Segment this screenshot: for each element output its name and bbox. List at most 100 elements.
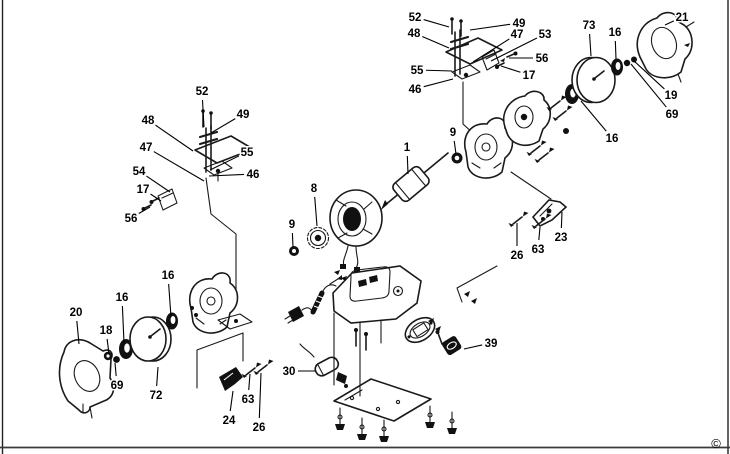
leader-line-9 — [291, 232, 294, 248]
wheel-mount-screws — [545, 94, 574, 134]
screw-26-icon — [507, 210, 530, 228]
leader-line-9 — [453, 140, 457, 155]
base-housing — [332, 265, 422, 324]
callout-label-69: 69 — [666, 109, 679, 121]
toothed-ring-8 — [306, 226, 330, 250]
nut-69-right — [631, 56, 637, 63]
callout-label-1: 1 — [404, 142, 411, 154]
shield-plate — [196, 332, 244, 389]
alignment-lines — [205, 81, 552, 304]
leader-line-55 — [425, 69, 453, 72]
leader-line-63 — [248, 373, 251, 391]
flange-16-right-inner — [611, 58, 623, 76]
callout-label-8: 8 — [311, 183, 318, 195]
callout-label-53: 53 — [539, 29, 552, 41]
callout-label-20: 20 — [70, 307, 83, 319]
leader-line-23 — [560, 211, 563, 229]
callout-label-16: 16 — [609, 27, 622, 39]
callout-label-23: 23 — [555, 232, 568, 244]
leader-line-47 — [153, 151, 205, 182]
callout-label-9: 9 — [450, 127, 456, 139]
callout-label-56: 56 — [125, 213, 138, 225]
leader-line-55 — [209, 155, 240, 171]
power-cord — [284, 275, 342, 324]
leader-line-17 — [150, 193, 162, 202]
leader-line-8 — [314, 196, 318, 227]
leader-line-1 — [406, 155, 409, 175]
grinding-wheel-73 — [571, 56, 616, 104]
nut-69-left — [113, 356, 120, 363]
callout-label-72: 72 — [150, 390, 163, 402]
leader-line-16 — [614, 40, 617, 60]
callout-label-26: 26 — [511, 250, 524, 262]
callout-label-39: 39 — [485, 338, 498, 350]
callout-label-63: 63 — [532, 244, 545, 256]
screw-icon — [545, 94, 568, 112]
grinding-wheel-72 — [129, 316, 172, 362]
leader-line-46 — [208, 173, 245, 177]
leader-line-16 — [580, 100, 607, 132]
leader-line-39 — [463, 344, 483, 350]
leader-line-54 — [146, 175, 171, 193]
leader-line-17 — [500, 65, 521, 73]
callout-label-49: 49 — [513, 18, 526, 30]
leader-line-48 — [422, 36, 450, 49]
screw-26-icon — [252, 358, 275, 376]
stator-field-8 — [329, 189, 383, 272]
callout-label-16: 16 — [162, 270, 175, 282]
callout-label-9: 9 — [289, 219, 295, 231]
callout-label-49: 49 — [237, 109, 250, 121]
copyright-symbol: © — [711, 436, 721, 451]
foot-icon — [334, 407, 346, 431]
callout-label-18: 18 — [100, 325, 113, 337]
washer-18 — [103, 351, 113, 361]
callout-label-55: 55 — [241, 147, 254, 159]
screw-63-icon — [240, 361, 263, 379]
leader-line-69 — [630, 63, 667, 108]
rubber-feet — [334, 405, 458, 443]
callout-label-48: 48 — [408, 28, 421, 40]
flange-16-left-outer — [119, 339, 133, 359]
bearing-9-right — [451, 152, 463, 164]
screw-icon — [533, 146, 556, 164]
callout-label-21: 21 — [676, 12, 689, 24]
leader-line-20 — [76, 320, 80, 345]
leader-line-18 — [106, 338, 110, 355]
callout-label-47: 47 — [511, 29, 524, 41]
switch-39 — [442, 336, 462, 356]
bearing-9-left — [289, 246, 299, 256]
left-wheel-guard-20 — [58, 339, 115, 419]
leader-line-26 — [258, 372, 262, 419]
callout-label-63: 63 — [242, 394, 255, 406]
leader-line-46 — [423, 78, 454, 88]
switch-plate — [404, 291, 477, 345]
leader-line-16 — [168, 283, 172, 318]
foot-icon — [378, 419, 390, 443]
leader-line-16 — [121, 305, 125, 344]
callout-label-26: 26 — [253, 422, 266, 434]
leader-line-69 — [114, 362, 117, 377]
callout-label-73: 73 — [583, 20, 596, 32]
flange-16-left-inner — [166, 312, 178, 330]
callout-label-69: 69 — [111, 380, 124, 392]
leader-line-52 — [423, 19, 450, 28]
callout-label-55: 55 — [411, 65, 424, 77]
leader-line-52 — [201, 99, 205, 128]
base-bottom-plate — [333, 378, 432, 422]
callout-label-17: 17 — [523, 70, 536, 82]
capacitor-30 — [299, 343, 348, 388]
left-endbell-housing — [189, 272, 253, 334]
leader-line-53 — [490, 37, 538, 62]
callout-label-54: 54 — [133, 166, 146, 178]
screw-icon — [551, 104, 574, 122]
leader-line-72 — [156, 366, 159, 387]
callout-label-56: 56 — [536, 53, 549, 65]
leader-line-63 — [538, 226, 541, 241]
leader-line-73 — [589, 33, 592, 57]
callout-label-46: 46 — [247, 169, 260, 181]
guard-bracket-24 — [219, 358, 275, 391]
foot-icon — [446, 411, 458, 435]
